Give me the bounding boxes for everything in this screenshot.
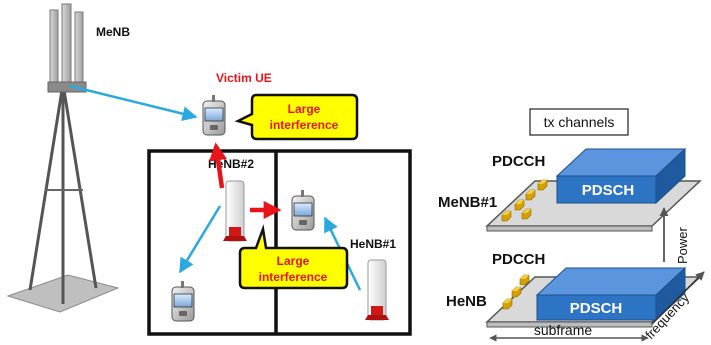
building-outline xyxy=(147,149,412,336)
large-interference-callout-top: Large interference xyxy=(234,93,359,141)
henb2-device-icon xyxy=(222,180,248,242)
callout-bottom-line1: Large xyxy=(277,254,310,268)
callout-top-line2: interference xyxy=(270,118,339,132)
power-axis-label: Power xyxy=(675,226,690,264)
henb2-label: HeNB#2 xyxy=(208,157,254,171)
henb2-ue-phone-icon xyxy=(171,280,195,322)
interference-arrow-to-victim xyxy=(209,142,227,189)
callout-top-line1: Large xyxy=(288,102,321,116)
menb1-pdcch-label: PDCCH xyxy=(492,153,545,170)
victim-ue-phone-icon xyxy=(202,94,226,136)
tx-channels-title-box xyxy=(529,108,629,136)
henb-resource-grid xyxy=(485,266,702,328)
menb-tower-icon xyxy=(6,3,120,313)
menb1-resource-grid xyxy=(485,147,702,232)
frequency-axis-arrow xyxy=(651,271,705,325)
downlink-arrow-henb2 xyxy=(178,205,222,274)
downlink-arrow-menb xyxy=(69,84,198,122)
victim-ue-label: Victim UE xyxy=(216,71,272,85)
menb1-pdsch-label: PDSCH xyxy=(582,182,635,199)
menb1-station-label: MeNB#1 xyxy=(438,194,497,211)
henb1-label: HeNB#1 xyxy=(350,237,396,251)
subframe-axis-label: subframe xyxy=(534,322,593,338)
henb-pdcch-label: PDCCH xyxy=(492,251,545,268)
henb1-device-icon xyxy=(364,259,390,321)
henb-station-label: HeNB xyxy=(446,293,487,310)
callout-bottom-line2: interference xyxy=(259,270,328,284)
neighbor-ue-phone-icon xyxy=(291,189,315,231)
menb-label: MeNB xyxy=(96,25,130,39)
henb-pdsch-label: PDSCH xyxy=(570,300,623,317)
large-interference-callout-bottom: Large interference xyxy=(238,224,349,290)
tx-channels-title: tx channels xyxy=(544,114,615,130)
